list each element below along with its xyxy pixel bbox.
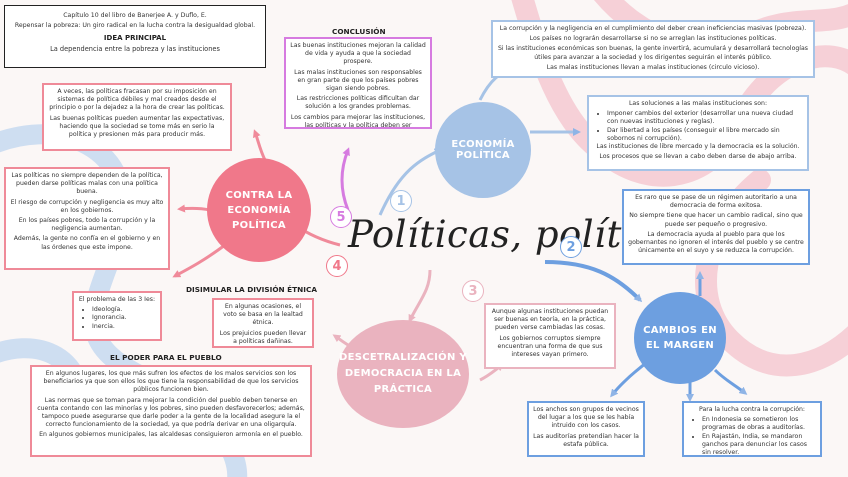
economia-box2-intro: Las soluciones a las malas instituciones… [593,100,803,108]
contra-box2-p2: El riesgo de corrupción y negligencia es… [10,199,164,215]
economia-box1: La corrupción y la negligencia en el cum… [491,20,815,78]
connector-title-to-descentralizacion [410,270,430,320]
node-descentralizacion: DESCETRALIZACIÓN Y DEMOCRACIA EN LA PRÁC… [337,320,469,428]
division-p1: En algunas ocasiones, el voto se basa en… [218,303,308,328]
division-problem-3: Inercia. [92,323,156,331]
contra-box2-p3: En los países pobres, todo la corrupción… [10,217,164,233]
contra-box1-p1: A veces, las políticas fracasan por su i… [48,88,226,113]
division-problems-list: Ideología. Ignorancia. Inercia. [78,306,156,331]
economia-box1-p1: La corrupción y la negligencia en el cum… [497,25,809,33]
node-number-1: 1 [390,190,412,212]
node-cambios-en-el-margen: CAMBIOS EN EL MARGEN [634,292,726,384]
division-box: En algunas ocasiones, el voto se basa en… [212,298,314,348]
node-contra-label: CONTRA LA ECONOMÍA POLÍTICA [217,188,301,233]
conclusion-p1: Las buenas instituciones mejoran la cali… [290,42,426,67]
conclusion-p2: Las malas instituciones son responsables… [290,69,426,94]
economia-box2-bullet1: Imponer cambios del exterior (desarrolla… [607,110,803,126]
cambios-right-list: En Indonesia se sometieron los programas… [688,416,816,457]
node-economia-politica: ECONOMÍA POLÍTICA [435,102,531,198]
node-number-5: 5 [330,206,352,228]
connector-desc-to-left [335,336,348,345]
economia-box2: Las soluciones a las malas instituciones… [587,95,809,171]
division-p2: Los prejuicios pueden llevar a políticas… [218,330,308,346]
cambios-left-p2: Las auditorías pretendían hacer la estaf… [533,433,639,449]
header-box: Capítulo 10 del libro de Banerjee A. y D… [4,5,266,68]
node-contra-economia-politica: CONTRA LA ECONOMÍA POLÍTICA [207,158,311,262]
header-line1: Capítulo 10 del libro de Banerjee A. y D… [9,12,261,20]
node-cambios-label: CAMBIOS EN EL MARGEN [643,323,717,353]
poder-p2: Las normas que se toman para mejorar la … [36,397,306,430]
descentralizacion-p1: Aunque algunas instituciones puedan ser … [490,308,610,333]
division-problem-2: Ignorancia. [92,314,156,322]
cambios-left-box: Los anchos son grupos de vecinos del lug… [527,401,645,457]
division-problems-intro: El problema de las 3 Ies: [78,296,156,304]
economia-box2-bullet2: Dar libertad a los países (conseguir el … [607,127,803,143]
division-problems-box: El problema de las 3 Ies: Ideología. Ign… [72,291,162,341]
idea-text: La dependencia entre la pobreza y las in… [9,45,261,53]
cambios-right-bullet1: En Indonesia se sometieron los programas… [702,416,816,432]
descentralizacion-p2: Los gobiernos corruptos siempre encuentr… [490,335,610,360]
cambios-right-bullet2: En Rajastán, India, se mandaron ganchos … [702,433,816,457]
connector-title-to-cambios [545,262,640,300]
cambios-left-p1: Los anchos son grupos de vecinos del lug… [533,406,639,431]
connector-contra-to-box2 [180,208,210,210]
node-number-3: 3 [462,280,484,302]
cambios-right-intro: Para la lucha contra la corrupción: [688,406,816,414]
division-problem-1: Ideología. [92,306,156,314]
economia-box1-p4: Las malas instituciones llevan a malas i… [497,64,809,72]
connector-title-to-conclusion [342,150,348,210]
idea-heading: IDEA PRINCIPAL [9,34,261,42]
poder-heading: EL PODER PARA EL PUEBLO [110,353,222,362]
node-number-4: 4 [326,255,348,277]
conclusion-box: Las buenas instituciones mejoran la cali… [284,37,432,129]
conclusion-heading: CONCLUSIÓN [332,27,386,36]
cambios-right-box: Para la lucha contra la corrupción: En I… [682,401,822,457]
descentralizacion-box: Aunque algunas instituciones puedan ser … [484,303,616,369]
division-heading: DISIMULAR LA DIVISIÓN ÉTNICA [186,285,317,294]
connector-cambios-to-right [715,370,745,393]
cambios-main-p2: No siempre tiene que hacer un cambio rad… [628,212,804,228]
economia-box2-after2: Los procesos que se llevan a cabo deben … [593,153,803,161]
node-economia-label: ECONOMÍA POLÍTICA [448,139,518,161]
node-number-2: 2 [560,236,582,258]
poder-box: En algunos lugares, los que más sufren l… [30,365,312,457]
cambios-main-p1: Es raro que se pase de un régimen autori… [628,194,804,210]
economia-box1-p3: Si las instituciones económicas son buen… [497,45,809,61]
economia-box2-after1: Las instituciones de libre mercado y la … [593,143,803,151]
contra-box1-p2: Las buenas políticas pueden aumentar las… [48,115,226,140]
conclusion-p3: Las restricciones políticas dificultan d… [290,95,426,111]
contra-box2-p1: Las políticas no siempre dependen de la … [10,172,164,197]
connector-contra-to-division [175,245,225,276]
poder-p1: En algunos lugares, los que más sufren l… [36,370,306,395]
contra-box2: Las políticas no siempre dependen de la … [4,167,170,270]
contra-box2-p4: Además, la gente no confía en el gobiern… [10,235,164,251]
cambios-main-box: Es raro que se pase de un régimen autori… [622,189,810,265]
cambios-main-p3: La democracia ayuda al pueblo para que l… [628,231,804,256]
connector-contra-to-box1 [255,132,265,160]
economia-box1-p2: Los países no lograrán desarrollarse si … [497,35,809,43]
contra-box1: A veces, las políticas fracasan por su i… [42,83,232,151]
poder-p3: En algunos gobiernos municipales, las al… [36,431,306,439]
header-line2: Repensar la pobreza: Un giro radical en … [9,22,261,30]
conclusion-p4: Los cambios para mejorar las institucion… [290,114,426,129]
economia-box2-list: Imponer cambios del exterior (desarrolla… [593,110,803,143]
node-descentralizacion-label: DESCETRALIZACIÓN Y DEMOCRACIA EN LA PRÁC… [339,350,467,398]
